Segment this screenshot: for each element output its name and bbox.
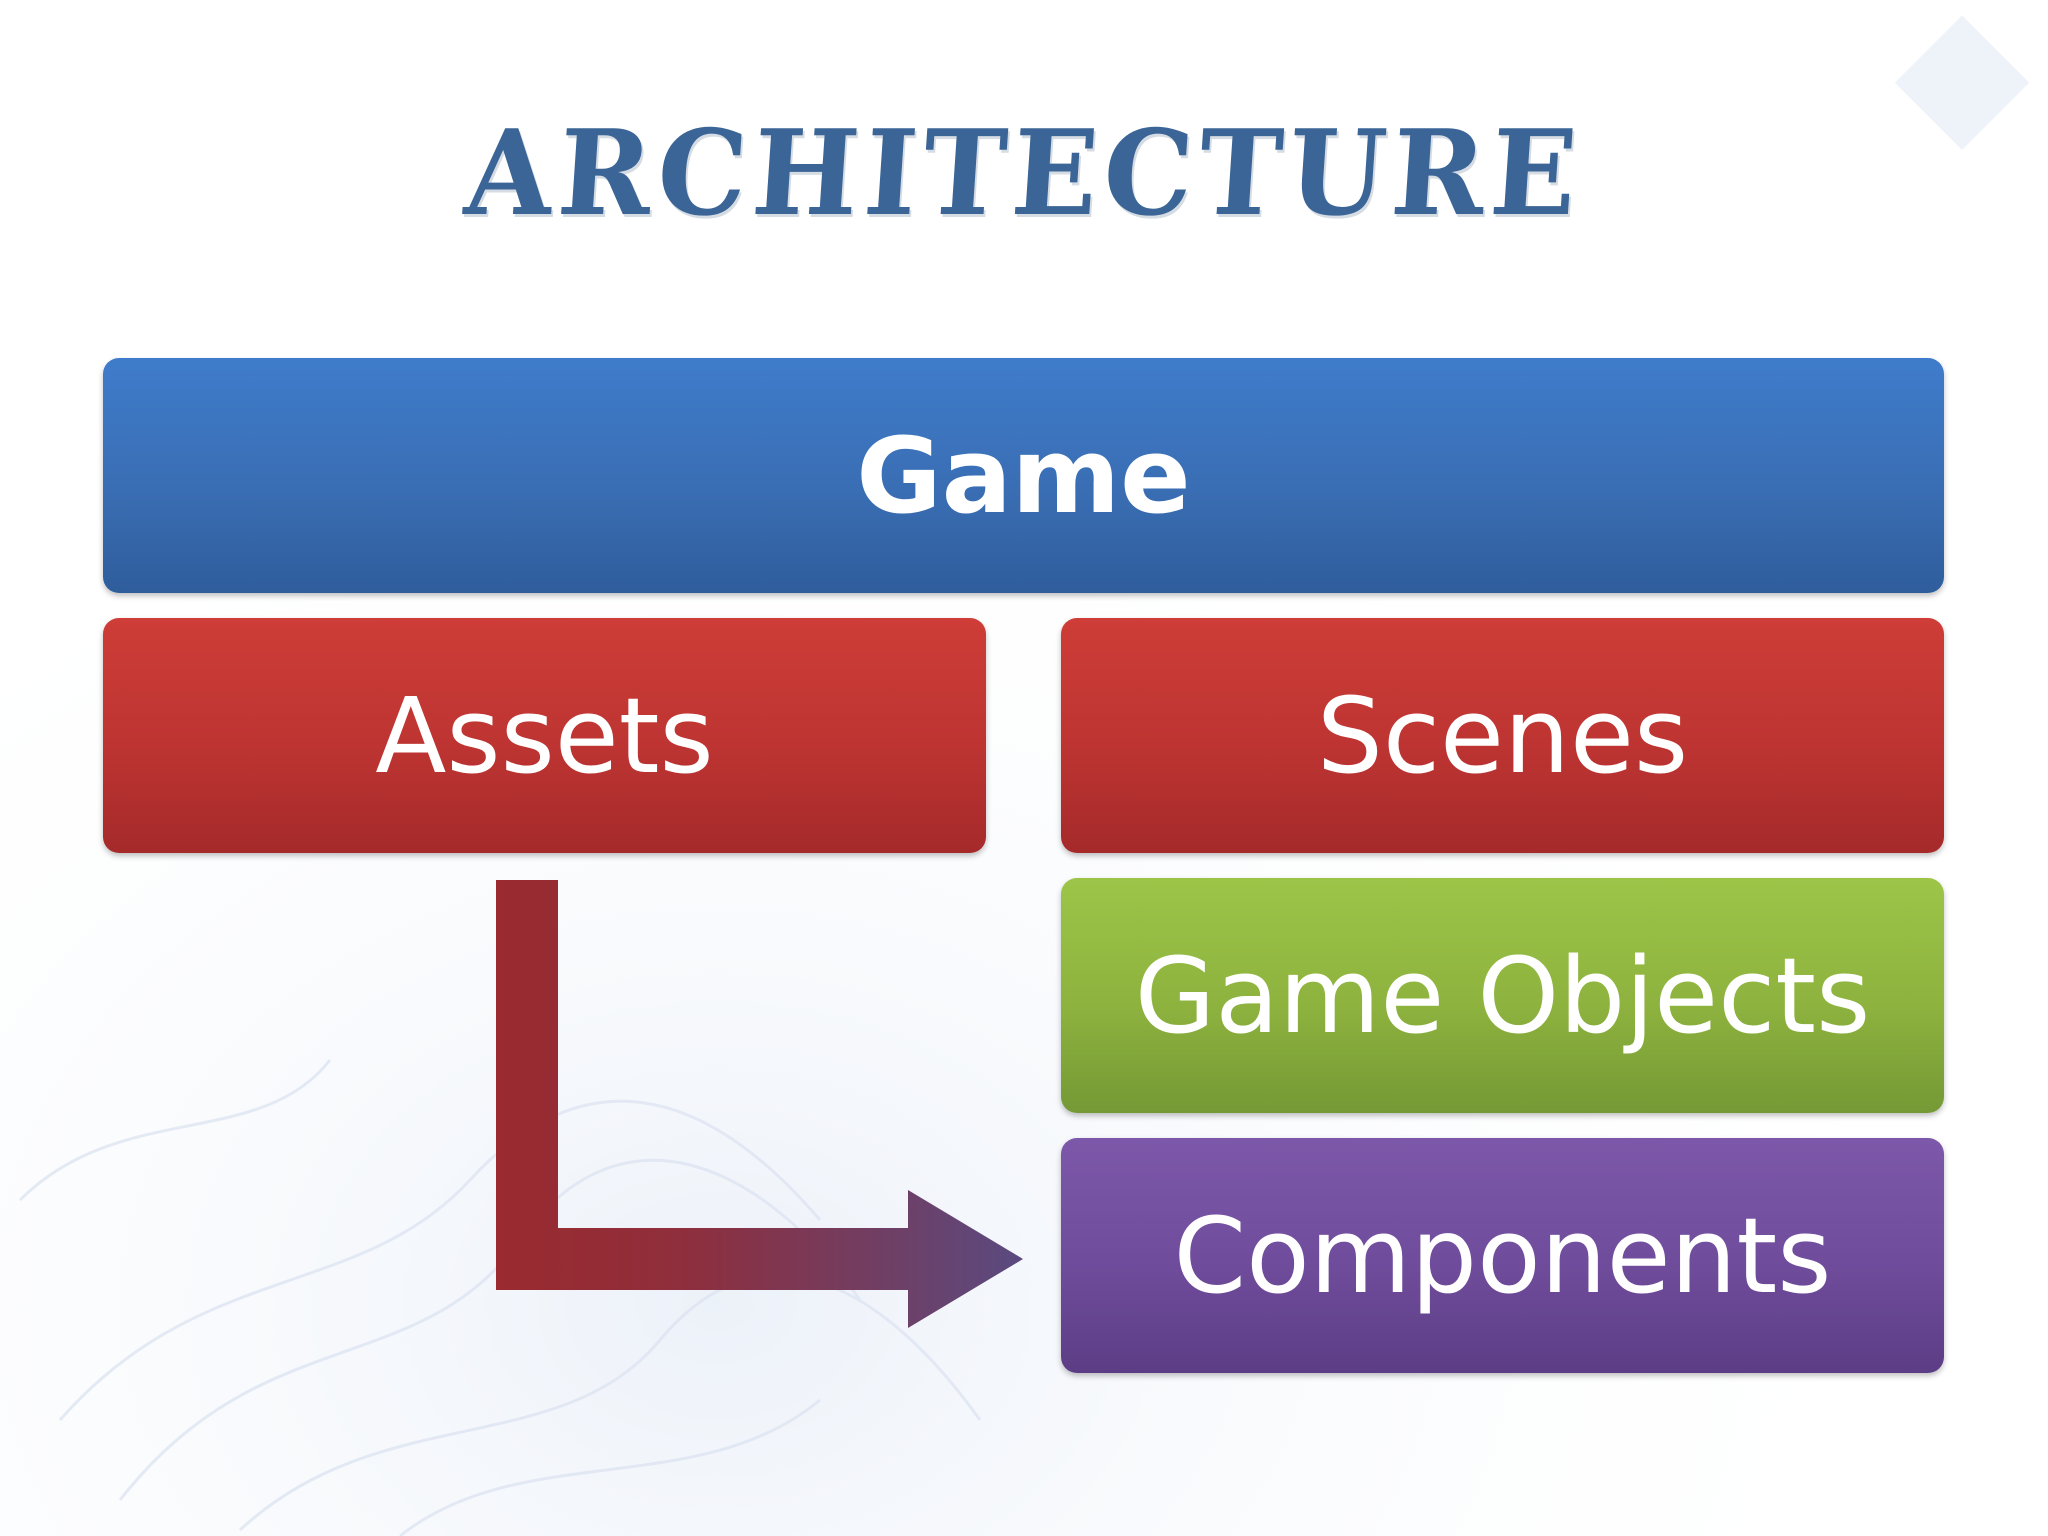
- assets-label: Assets: [375, 674, 714, 797]
- game-label: Game: [856, 414, 1191, 537]
- components-box: Components: [1061, 1138, 1944, 1373]
- scenes-box: Scenes: [1061, 618, 1944, 853]
- scenes-label: Scenes: [1316, 674, 1689, 797]
- corner-diamond-decoration: [1894, 15, 2030, 150]
- game-box: Game: [103, 358, 1944, 593]
- slide-title: Architecture: [461, 104, 1587, 243]
- game-objects-box: Game Objects: [1061, 878, 1944, 1113]
- game-objects-label: Game Objects: [1134, 934, 1871, 1057]
- assets-box: Assets: [103, 618, 986, 853]
- components-label: Components: [1173, 1194, 1832, 1317]
